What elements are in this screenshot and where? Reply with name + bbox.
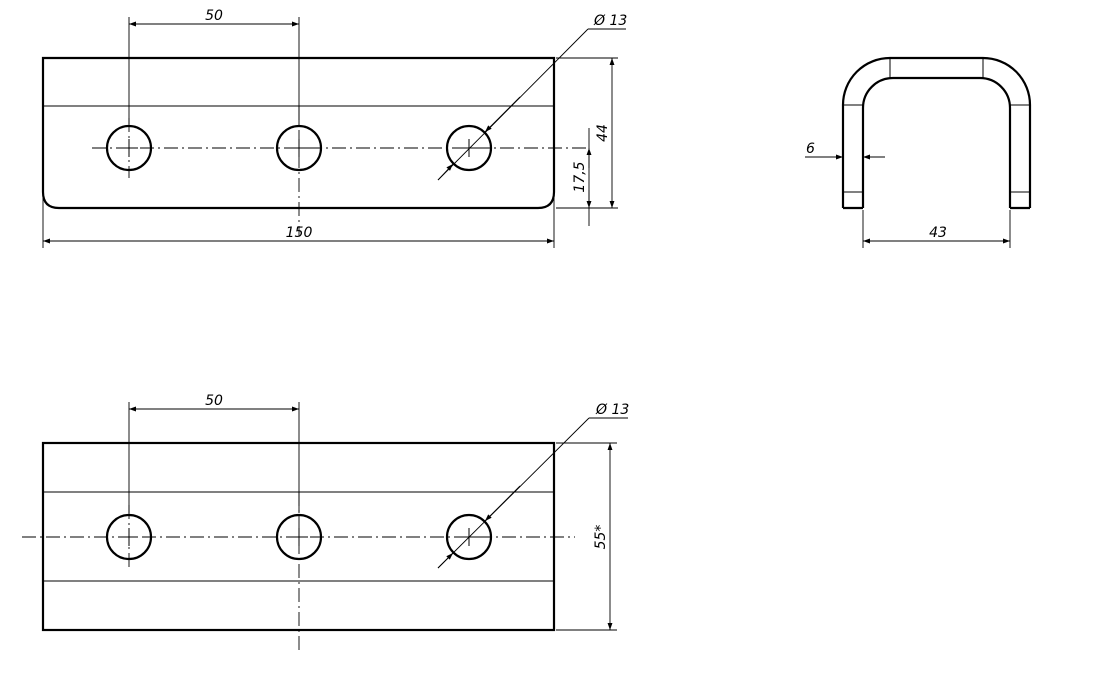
side-tangent-lines bbox=[843, 58, 1030, 193]
front-dim-50-label: 50 bbox=[205, 8, 223, 24]
top-hole-3 bbox=[445, 513, 493, 561]
front-diameter-label: Ø 13 bbox=[593, 13, 627, 29]
front-hole-3 bbox=[445, 124, 493, 172]
top-diameter-label: Ø 13 bbox=[595, 402, 629, 418]
top-view: 50 Ø 13 55* bbox=[22, 393, 629, 650]
front-dim-44-label: 44 bbox=[595, 124, 611, 142]
top-outline bbox=[41, 441, 556, 632]
top-dim-55-label: 55* bbox=[593, 525, 609, 550]
side-view: 6 43 bbox=[805, 56, 1032, 248]
front-diameter-arrow-lower bbox=[437, 163, 454, 181]
side-dim-43-label: 43 bbox=[929, 225, 947, 241]
front-view: 50 Ø 13 44 17,5 150 bbox=[41, 8, 627, 248]
top-diameter-arrow-lower bbox=[437, 552, 454, 569]
front-outline bbox=[41, 56, 556, 210]
front-diameter-arrow-upper bbox=[484, 96, 521, 133]
side-dim-6-label: 6 bbox=[806, 141, 815, 157]
side-outer-profile bbox=[841, 56, 1032, 208]
front-dim-17-5-label: 17,5 bbox=[572, 161, 588, 192]
side-inner-profile bbox=[861, 76, 1012, 208]
top-diameter-arrow-upper bbox=[484, 485, 521, 522]
front-dim-150-label: 150 bbox=[286, 225, 313, 241]
top-dim-50-label: 50 bbox=[205, 393, 223, 409]
